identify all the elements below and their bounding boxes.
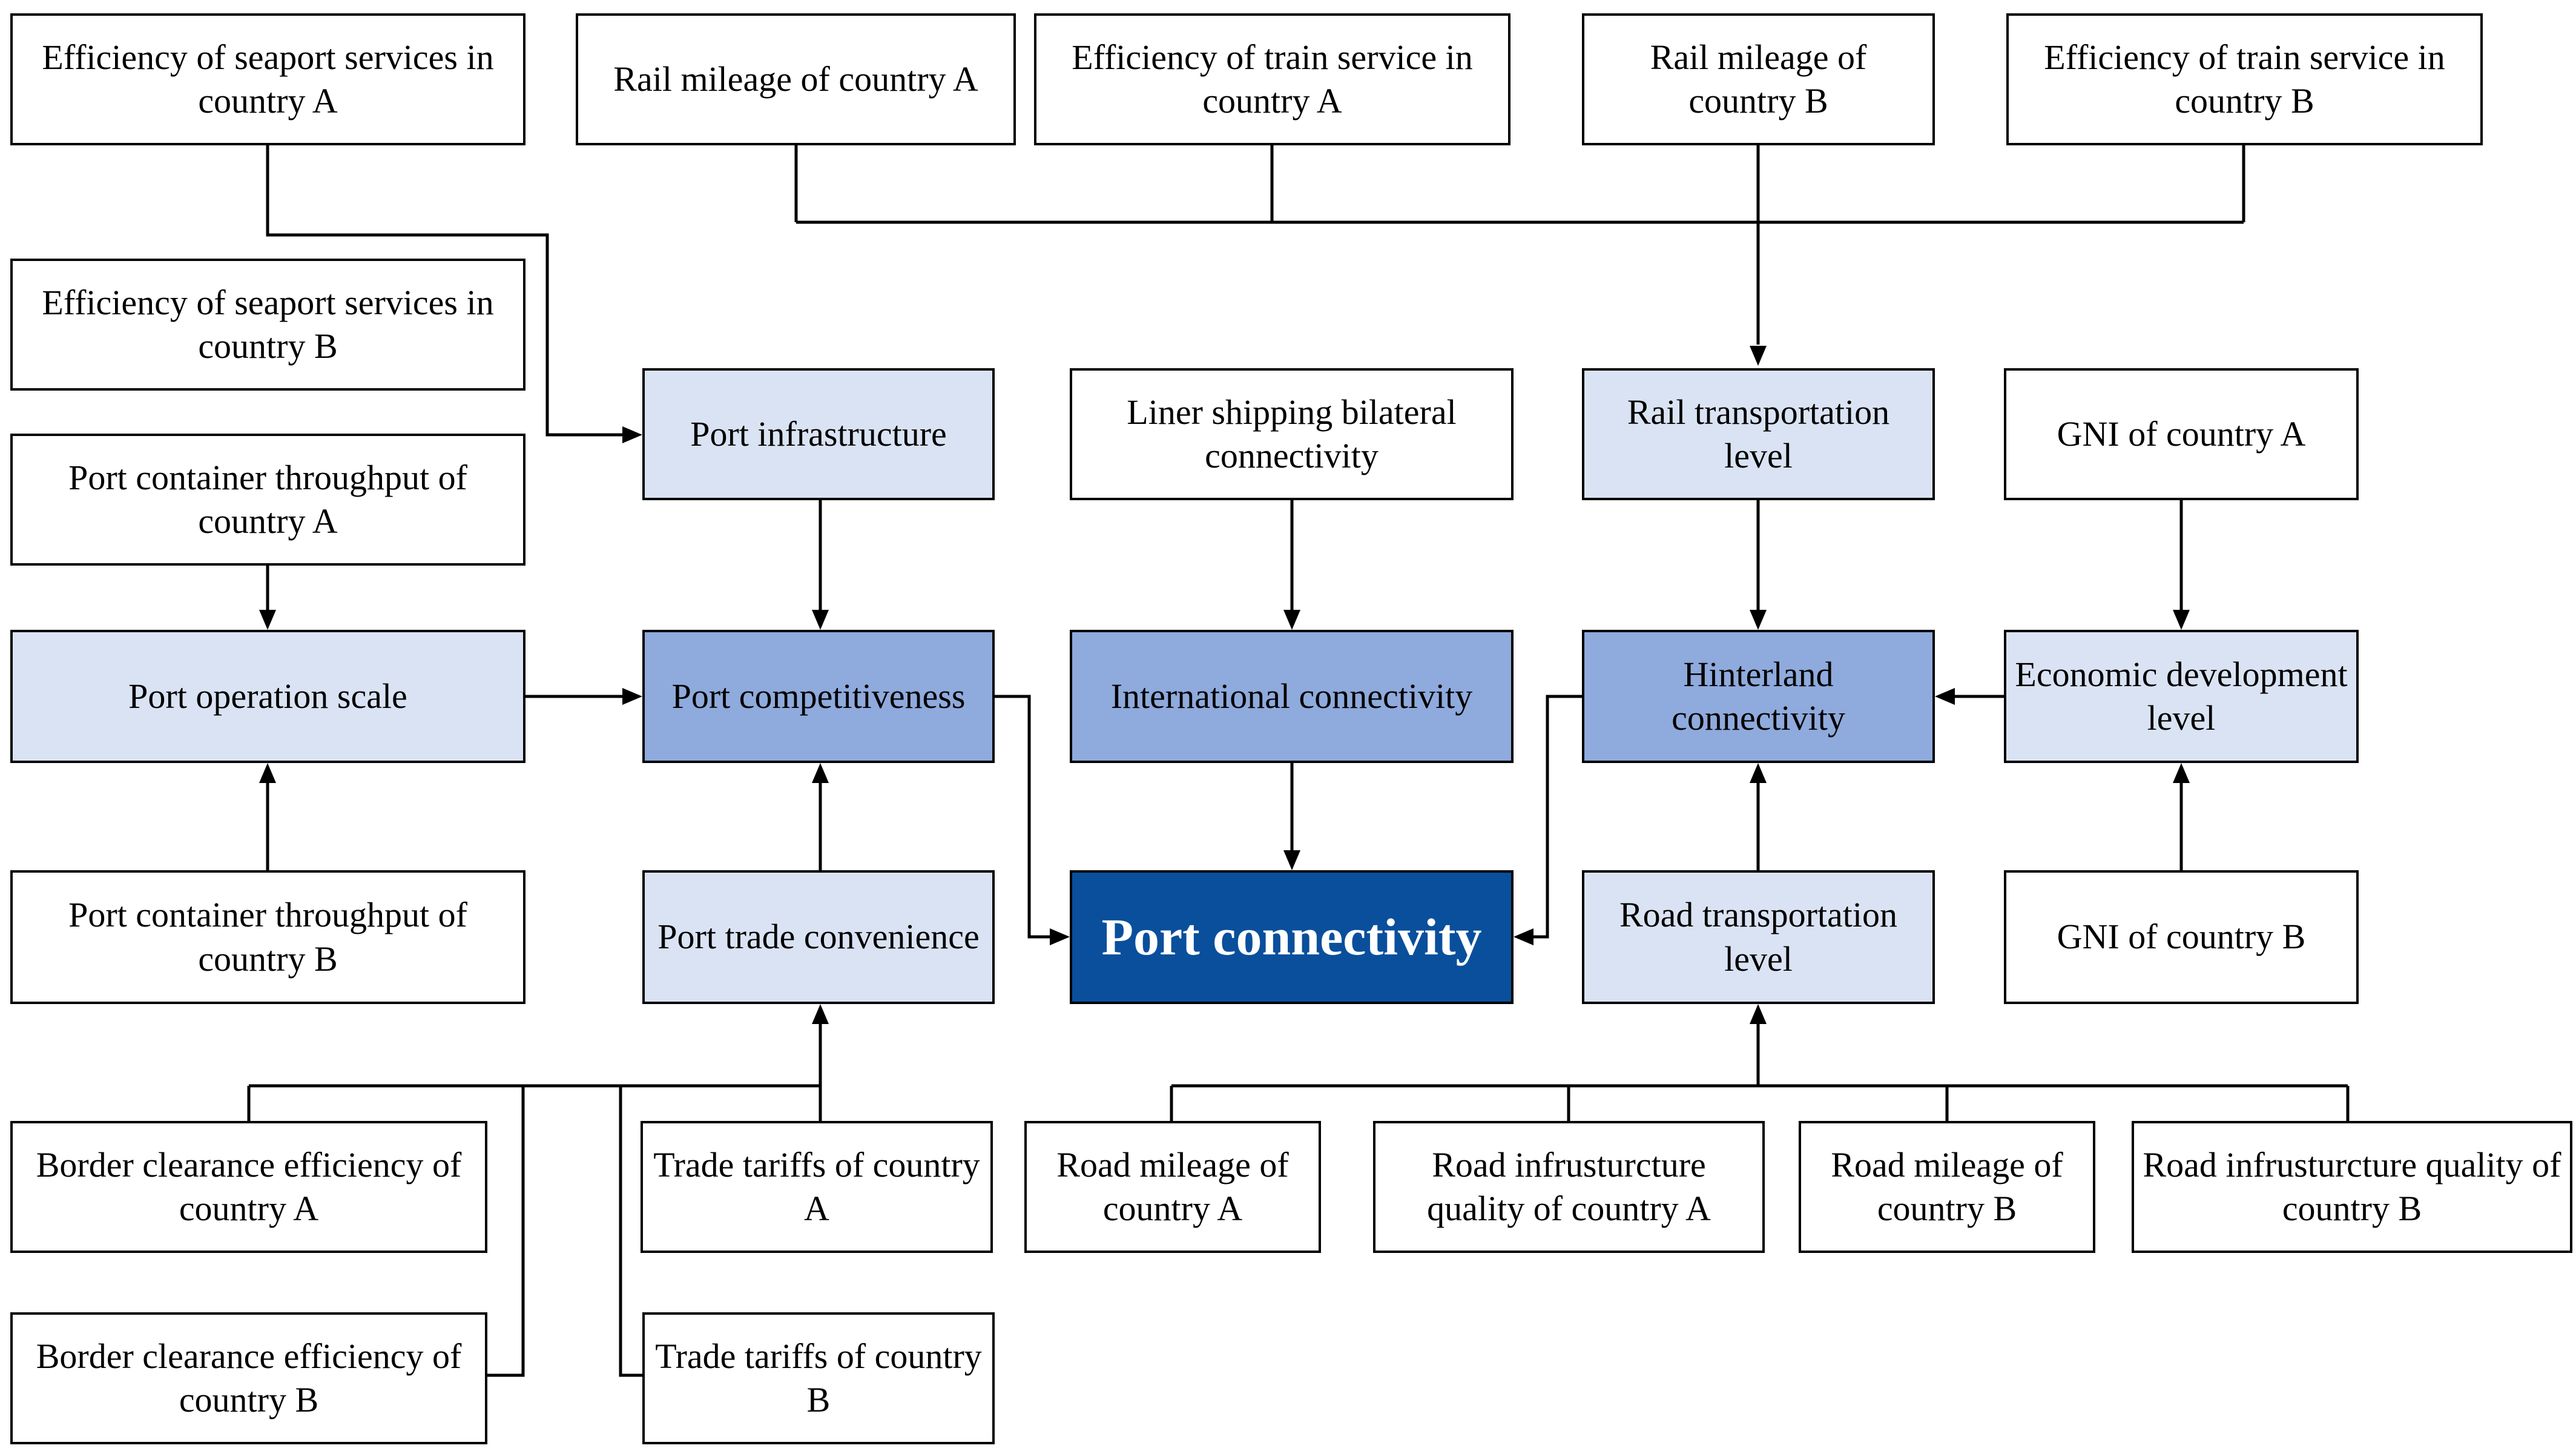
connector-hinterland [1527,695,1582,939]
arrowhead-operation-scale-in-top [259,610,276,630]
port-infrastructure-box: Port infrastructure [642,368,995,500]
trade-tariffs-a-box: Trade tariffs of country A [641,1121,993,1253]
train-efficiency-b-label: Efficiency of train service in country B [2044,37,2445,121]
international-connectivity-box: International connectivity [1070,630,1514,763]
train-efficiency-a-label: Efficiency of train service in country A [1072,37,1473,121]
road-mileage-a-label: Road mileage of country A [1056,1145,1289,1229]
throughput-a-label: Port container throughput of country A [68,457,467,541]
border-clearance-b-label: Border clearance efficiency of country B [36,1336,462,1420]
arrowhead-hinterland-in-right [1935,688,1955,705]
road-infrastructure-a-box: Road infrusturcture quality of country A [1373,1121,1765,1253]
rail-transport-level-label: Rail transportation level [1627,392,1890,476]
arrowhead-operation-scale-in-bottom [259,763,276,783]
port-infrastructure-label: Port infrastructure [690,414,947,454]
road-infrastructure-a-label: Road infrusturcture quality of country A [1427,1145,1711,1229]
arrowhead-competitiveness-in-left [622,688,642,705]
arrowhead-port-connectivity-in-top [1283,850,1300,870]
rail-mileage-a-box: Rail mileage of country A [576,13,1016,145]
rail-mileage-a-label: Rail mileage of country A [613,59,978,99]
seaport-efficiency-b-box: Efficiency of seaport services in countr… [10,259,525,391]
rail-mileage-b-box: Rail mileage of country B [1582,13,1935,145]
trade-tariffs-a-label: Trade tariffs of country A [653,1145,980,1229]
gni-a-label: GNI of country A [2057,414,2306,454]
port-competitiveness-label: Port competitiveness [671,676,966,716]
trade-tariffs-b-box: Trade tariffs of country B [642,1312,995,1444]
hinterland-connectivity-label: Hinterland connectivity [1672,654,1845,738]
road-mileage-b-label: Road mileage of country B [1831,1145,2063,1229]
train-efficiency-b-box: Efficiency of train service in country B [2006,13,2483,145]
liner-shipping-box: Liner shipping bilateral connectivity [1070,368,1514,500]
border-clearance-a-label: Border clearance efficiency of country A [36,1145,462,1229]
arrowhead-economic-in-bottom [2173,763,2190,783]
connector-competitiveness [994,695,1056,939]
seaport-efficiency-b-label: Efficiency of seaport services in countr… [42,282,494,366]
port-trade-convenience-label: Port trade convenience [657,917,980,957]
rail-transport-level-box: Rail transportation level [1582,368,1935,500]
seaport-efficiency-a-box: Efficiency of seaport services in countr… [10,13,525,145]
road-transport-level-box: Road transportation level [1582,870,1935,1004]
connector-tariff-b [619,1086,642,1377]
arrowhead-trade-convenience-in [812,1004,829,1024]
throughput-a-box: Port container throughput of country A [10,434,525,566]
road-mileage-b-box: Road mileage of country B [1799,1121,2095,1253]
port-operation-scale-label: Port operation scale [128,676,407,716]
trade-tariffs-b-label: Trade tariffs of country B [655,1336,982,1420]
connector-border-b [487,1086,525,1377]
economic-development-label: Economic development level [2015,654,2348,738]
arrowhead-hinterland-in-top [1750,610,1767,630]
arrowhead-competitiveness-in-top [812,610,829,630]
port-trade-convenience-box: Port trade convenience [642,870,995,1004]
throughput-b-label: Port container throughput of country B [68,895,467,979]
road-infrastructure-b-box: Road infrusturcture quality of country B [2132,1121,2572,1253]
hinterland-connectivity-box: Hinterland connectivity [1582,630,1935,763]
road-mileage-a-box: Road mileage of country A [1024,1121,1321,1253]
gni-b-label: GNI of country B [2057,917,2306,957]
port-operation-scale-box: Port operation scale [10,630,525,763]
liner-shipping-label: Liner shipping bilateral connectivity [1127,392,1457,476]
arrowhead-rail-level-in [1750,346,1767,366]
arrowhead-port-connectivity-in-right [1514,928,1533,945]
connector-seaport-a [266,144,630,437]
arrowhead-international-in [1283,610,1300,630]
port-competitiveness-box: Port competitiveness [642,630,995,763]
arrowhead-hinterland-in-bottom [1750,763,1767,783]
train-efficiency-a-box: Efficiency of train service in country A [1034,13,1510,145]
gni-b-box: GNI of country B [2004,870,2359,1004]
arrowhead-economic-in-top [2173,610,2190,630]
arrowhead-competitiveness-in-bottom [812,763,829,783]
port-connectivity-label: Port connectivity [1101,908,1482,967]
border-clearance-a-box: Border clearance efficiency of country A [10,1121,487,1253]
economic-development-box: Economic development level [2004,630,2359,763]
international-connectivity-label: International connectivity [1110,676,1473,716]
throughput-b-box: Port container throughput of country B [10,870,525,1004]
arrowhead-port-connectivity-in-left [1050,928,1070,945]
seaport-efficiency-a-label: Efficiency of seaport services in countr… [42,37,494,121]
road-infrastructure-b-label: Road infrusturcture quality of country B [2143,1145,2561,1229]
port-connectivity-box: Port connectivity [1070,870,1514,1004]
arrowhead-road-level-in [1750,1004,1767,1024]
arrowhead-infrastructure-in [622,426,642,443]
rail-mileage-b-label: Rail mileage of country B [1650,37,1867,121]
gni-a-box: GNI of country A [2004,368,2359,500]
border-clearance-b-box: Border clearance efficiency of country B [10,1312,487,1444]
road-transport-level-label: Road transportation level [1619,895,1898,979]
